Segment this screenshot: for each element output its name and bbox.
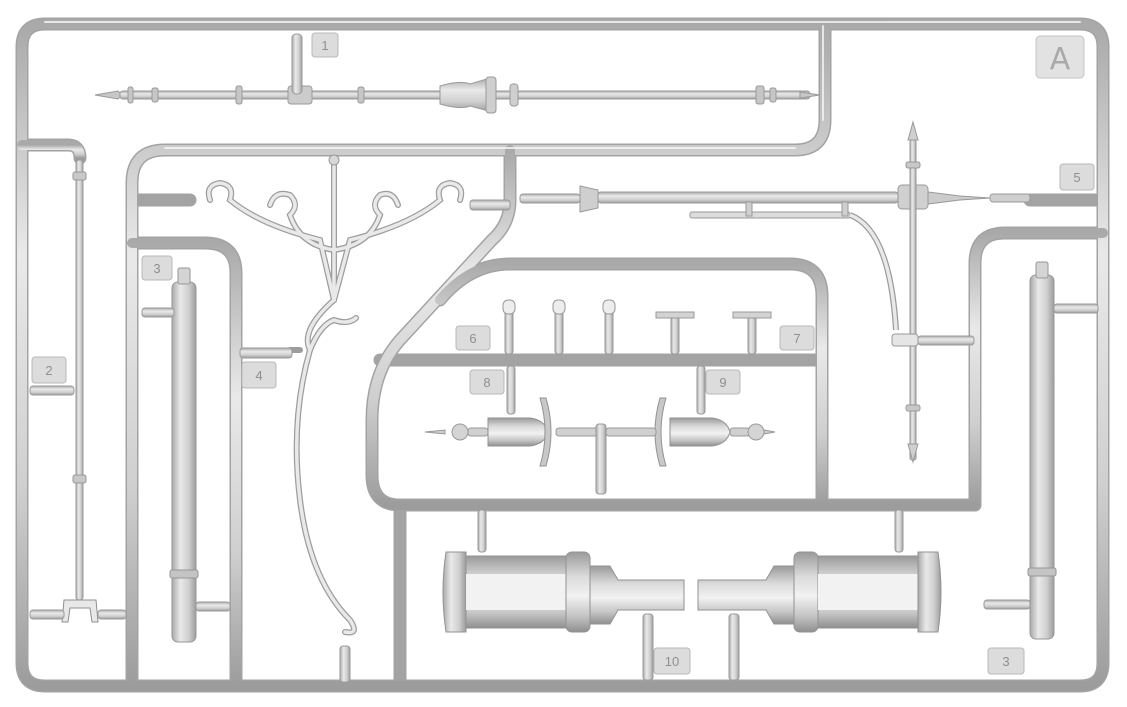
part-tag-3b: 3 xyxy=(987,647,1025,675)
part-tag-2: 2 xyxy=(31,356,67,384)
part-tag-4-label: 4 xyxy=(255,368,262,383)
part-tag-3b-label: 3 xyxy=(1002,654,1009,669)
part-5-cross-rod xyxy=(519,120,1031,464)
part-9-lamp-head xyxy=(595,365,776,495)
part-tag-7: 7 xyxy=(779,325,815,351)
part-8-lamp-head xyxy=(424,365,601,467)
part-10-lantern-body-right xyxy=(697,509,942,681)
part-tag-4: 4 xyxy=(241,361,277,389)
part-tag-9: 9 xyxy=(705,369,741,395)
key-part-7b xyxy=(732,311,772,355)
part-tag-1: 1 xyxy=(311,32,339,58)
part-tag-7-label: 7 xyxy=(793,331,800,346)
parts-6-7-small-keys xyxy=(502,299,772,355)
key-part-6b xyxy=(552,299,566,355)
key-part-7a xyxy=(655,311,695,355)
part-tag-10-label: 10 xyxy=(665,654,679,669)
part-3-post-right xyxy=(983,261,1099,640)
part-tag-10: 10 xyxy=(653,647,691,675)
part-tag-6-label: 6 xyxy=(469,331,476,346)
part-tag-6: 6 xyxy=(455,325,491,351)
part-tag-3a: 3 xyxy=(141,255,173,281)
part-tag-9-label: 9 xyxy=(719,375,726,390)
frame-letter-badge: A xyxy=(1035,35,1085,79)
part-tag-5: 5 xyxy=(1059,163,1095,191)
key-part-6c xyxy=(602,299,616,355)
runner-frame xyxy=(15,17,1110,693)
part-tag-8-label: 8 xyxy=(483,375,490,390)
part-4-ornamental-bracket xyxy=(205,154,511,683)
part-tag-2-label: 2 xyxy=(45,363,52,378)
part-2-thin-rod xyxy=(29,159,127,623)
part-3-post-left xyxy=(141,267,231,643)
part-tag-3a-label: 3 xyxy=(153,261,160,276)
key-part-6a xyxy=(502,299,516,355)
part-tag-1-label: 1 xyxy=(321,38,328,53)
part-tag-5-label: 5 xyxy=(1073,170,1080,185)
part-1-long-rod xyxy=(94,33,821,114)
frame-letter: A xyxy=(1050,42,1071,77)
part-tag-8: 8 xyxy=(469,369,505,395)
part-10-lantern-body-left xyxy=(442,509,685,681)
part-tags: 1 2 3 3 4 5 6 7 8 9 10 xyxy=(31,32,1095,675)
